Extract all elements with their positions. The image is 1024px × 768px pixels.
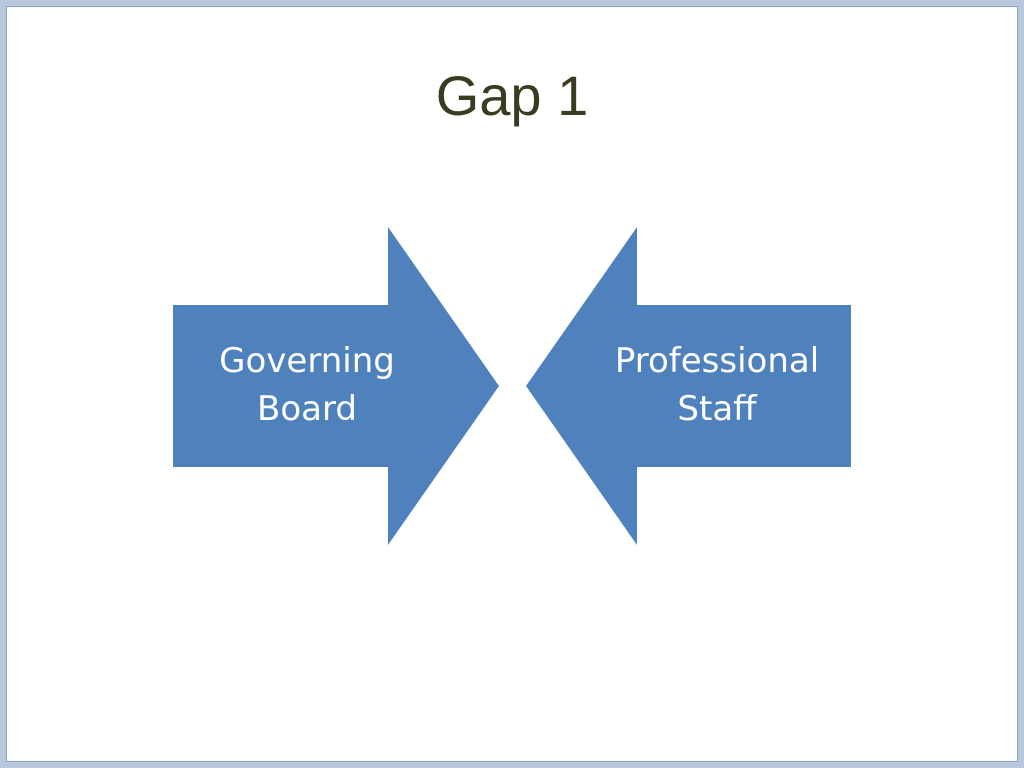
right-arrow-label-line1: Professional (615, 341, 819, 381)
left-arrow-label-line1: Governing (219, 341, 395, 381)
right-arrow-label-line2: Staff (677, 389, 758, 429)
left-arrow-label-line2: Board (257, 389, 357, 429)
slide-title: Gap 1 (435, 64, 589, 127)
left-arrow-shape (173, 227, 499, 545)
converging-arrows-diagram: Governing Board Professional Staff (173, 227, 851, 545)
slide-border (6, 6, 1018, 762)
right-arrow-shape (526, 227, 851, 545)
